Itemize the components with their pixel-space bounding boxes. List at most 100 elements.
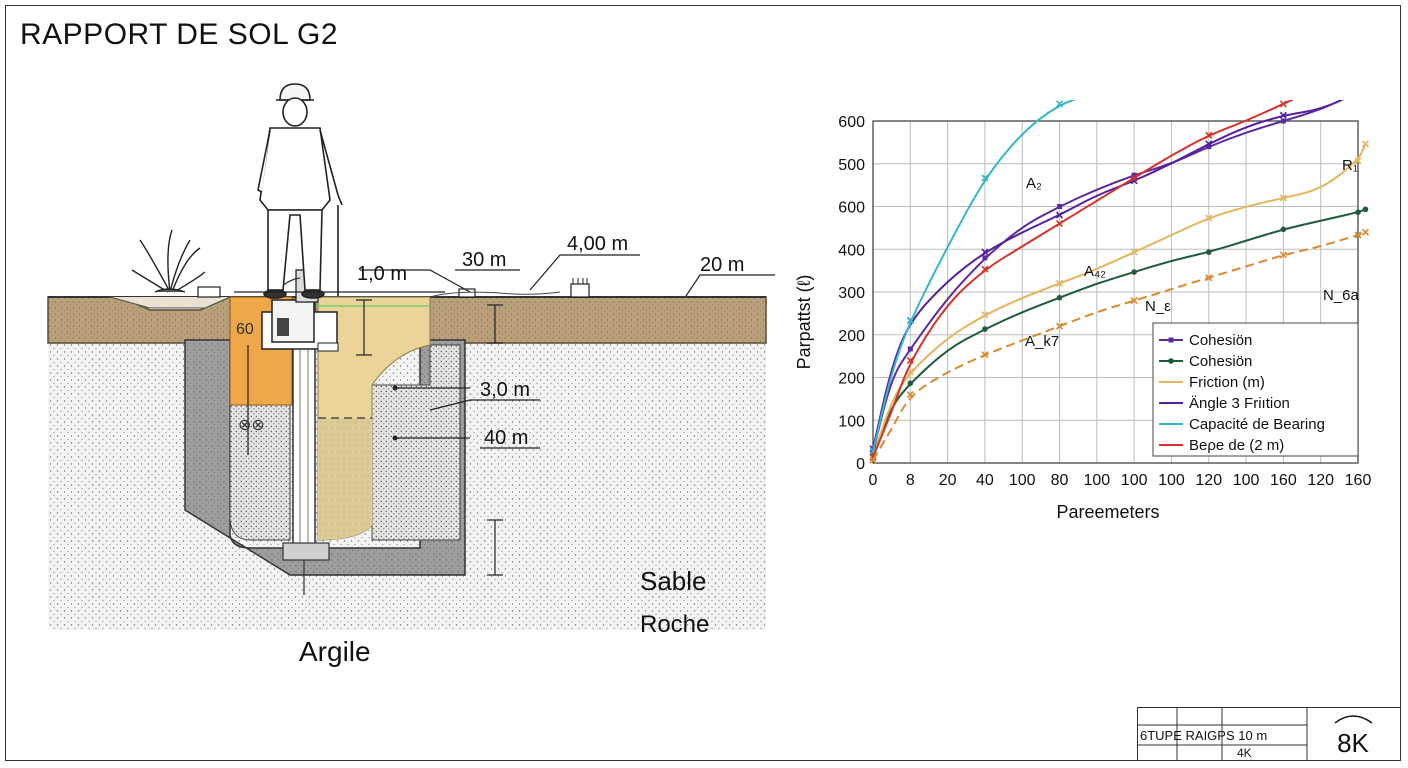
data-point: [981, 351, 989, 359]
data-point: [1279, 251, 1287, 259]
data-point: [907, 380, 914, 387]
title-block-line2: 4K: [1237, 746, 1252, 760]
data-point: [1055, 279, 1064, 288]
data-point: [982, 255, 988, 261]
x-tick-label: 100: [1083, 472, 1110, 489]
data-point: [1056, 294, 1063, 301]
y-tick-label: 400: [838, 242, 865, 259]
data-point: [1205, 274, 1213, 282]
document-title: RAPPORT DE SOL G2: [20, 18, 339, 51]
dimension-lines: [234, 254, 775, 576]
data-point: [1354, 157, 1362, 165]
dim-label-3-0m: 3,0 m: [480, 379, 530, 401]
dim-label-1-0m: 1,0 m: [357, 263, 407, 285]
chart-y-axis-label: Parpattst (ℓ): [794, 275, 814, 370]
x-tick-label: 160: [1270, 472, 1297, 489]
data-point: [1057, 204, 1063, 209]
x-tick-label: 40: [976, 472, 994, 489]
surface-marker: [570, 283, 590, 298]
hole-symbol: ⊗⊗: [238, 417, 265, 434]
legend-marker: [1168, 358, 1174, 364]
soil-label-argile: Argile: [299, 636, 371, 667]
chart-x-axis-label: Pareemeters: [1056, 502, 1159, 522]
title-block-line1: 6TUPE RAIGPS 10 m: [1140, 728, 1267, 743]
data-point: [1362, 206, 1369, 213]
title-block-arc: [1334, 715, 1373, 724]
chart-annotation: A₄₂: [1084, 263, 1106, 280]
soil-cross-section: ⊗⊗ 1,0 m 30 m 4,00 m 20 m 60 3,0 m 40 m …: [47, 83, 775, 667]
data-point: [1206, 144, 1212, 150]
dim-label-60: 60: [236, 321, 254, 338]
data-point: [1361, 140, 1370, 148]
y-tick-label: 600: [838, 200, 865, 217]
data-point: [1130, 296, 1138, 305]
legend-label: Cohesiön: [1189, 353, 1252, 370]
title-block-badge: 8K: [1337, 728, 1369, 758]
y-tick-label: 200: [838, 328, 865, 345]
inner-sand-left: [229, 404, 291, 541]
x-tick-label: 120: [1195, 472, 1222, 489]
data-point: [1055, 211, 1064, 219]
worker-figure: [257, 83, 343, 299]
x-tick-label: 100: [1121, 472, 1148, 489]
x-tick-label: 8: [906, 472, 915, 489]
series-line-2: [872, 143, 1367, 458]
data-point: [1280, 118, 1286, 124]
chart-series: [869, 100, 1370, 464]
plant-icon: [131, 229, 206, 293]
soil-label-sable: Sable: [640, 566, 707, 596]
data-point: [1055, 322, 1064, 330]
data-point: [1055, 100, 1064, 108]
chart-annotation: R₁: [1342, 157, 1358, 174]
callout-dot: [392, 385, 398, 391]
series-line-1: [872, 208, 1366, 455]
data-point: [1205, 140, 1213, 148]
data-point: [1355, 209, 1361, 215]
plot-area-border: [872, 120, 1359, 464]
data-point: [981, 174, 989, 182]
dim-label-40m: 40 m: [484, 427, 528, 449]
data-point: [1205, 214, 1213, 222]
x-tick-label: 160: [1345, 472, 1372, 489]
dim-label-4-00m: 4,00 m: [567, 233, 628, 255]
chart-grid: [872, 120, 1359, 464]
x-tick-label: 100: [1233, 472, 1260, 489]
soil-label-roche: Roche: [640, 611, 709, 638]
legend-label: Friction (m): [1189, 374, 1265, 391]
legend-box: [1152, 322, 1359, 457]
legend-marker: [1168, 337, 1174, 343]
chart-annotation: N_ε: [1145, 298, 1171, 315]
dim-label-20m: 20 m: [700, 254, 744, 276]
surface-marker: [197, 286, 221, 298]
data-point: [1055, 220, 1064, 228]
surface-marker-pins: [572, 278, 588, 284]
data-point: [1354, 231, 1362, 239]
y-tick-label: 500: [838, 157, 865, 174]
data-point: [1279, 111, 1287, 119]
chart-annotation: N_6a: [1323, 287, 1360, 304]
x-tick-label: 100: [1158, 472, 1185, 489]
data-point: [1279, 100, 1287, 108]
chart-annotation: A₂: [1026, 175, 1042, 192]
y-tick-label: 100: [838, 413, 865, 430]
series-line-4: [872, 100, 1076, 452]
data-point: [1205, 131, 1213, 139]
drill-gear: [277, 318, 289, 336]
inner-sand-right: [371, 344, 461, 541]
dim-label-30m: 30 m: [462, 249, 506, 271]
data-point: [1361, 228, 1370, 236]
series-line-0: [872, 100, 1344, 452]
series-line-6: [872, 231, 1366, 461]
data-point: [1130, 248, 1138, 256]
surface-mound: [429, 291, 561, 298]
legend-label: Beρe de (2 m): [1189, 437, 1284, 454]
data-point: [1130, 174, 1138, 182]
data-point: [1131, 172, 1137, 178]
data-point: [981, 265, 989, 273]
y-tick-label: 200: [838, 371, 865, 388]
sheet-border: [5, 5, 1401, 761]
